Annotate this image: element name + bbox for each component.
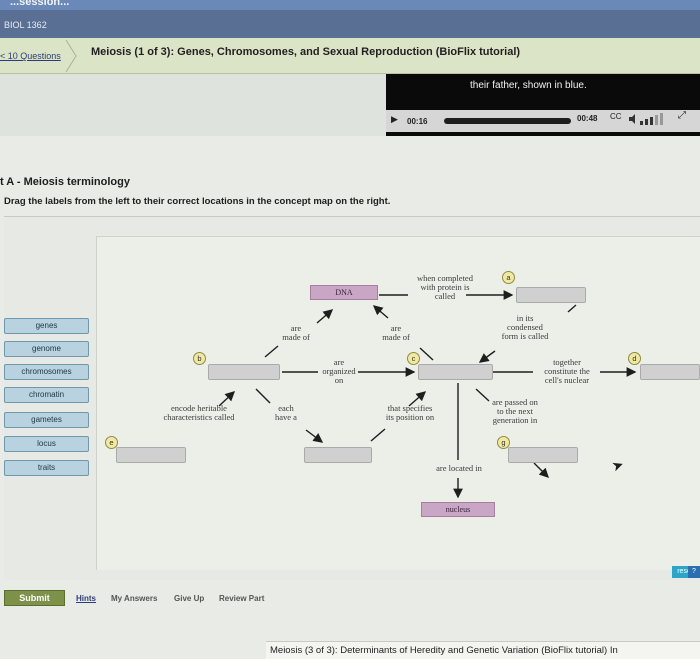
review-part-link[interactable]: Review Part <box>219 594 265 603</box>
link-each-have-a: each have a <box>275 403 297 422</box>
label-chromosomes[interactable]: chromosomes <box>4 364 89 380</box>
answer-footer <box>0 584 700 612</box>
part-title: t A - Meiosis terminology <box>0 176 130 188</box>
drop-target-a[interactable] <box>516 287 586 303</box>
badge-c: c <box>407 352 420 365</box>
concept-map <box>96 236 700 570</box>
duration: 00:48 <box>577 114 598 123</box>
link-are-made-of-2: are made of <box>382 323 410 342</box>
label-genome[interactable]: genome <box>4 341 89 357</box>
questions-link[interactable]: < 10 Questions <box>0 51 61 61</box>
link-are-located-in: are located in <box>436 463 482 473</box>
label-gametes[interactable]: gametes <box>4 412 89 428</box>
label-traits[interactable]: traits <box>4 460 89 476</box>
label-chromatin[interactable]: chromatin <box>4 387 89 403</box>
next-part-title: Meiosis (3 of 3): Determinants of Heredi… <box>270 645 618 656</box>
play-icon[interactable]: ▶ <box>391 114 398 124</box>
course-name[interactable]: BIOL 1362 <box>4 20 47 30</box>
current-time: 00:16 <box>407 117 428 126</box>
drop-target-c[interactable] <box>418 364 493 380</box>
help-button[interactable]: ? <box>688 566 700 578</box>
badge-e: e <box>105 436 118 449</box>
drop-target-d[interactable] <box>640 364 700 380</box>
site-header: ...session... <box>0 0 700 10</box>
badge-a: a <box>502 271 515 284</box>
course-bar: BIOL 1362 <box>0 10 700 38</box>
link-are-organized-on: are organized on <box>322 357 356 385</box>
node-nucleus: nucleus <box>421 502 495 517</box>
drop-target-b[interactable] <box>208 364 280 380</box>
next-part-bar[interactable]: Meiosis (3 of 3): Determinants of Heredi… <box>266 641 700 659</box>
drop-target-g[interactable] <box>508 447 578 463</box>
badge-g: g <box>497 436 510 449</box>
link-are-passed-on: are passed on to the next generation in <box>492 397 538 425</box>
my-answers-link[interactable]: My Answers <box>111 594 158 603</box>
hints-link[interactable]: Hints <box>76 594 96 603</box>
node-dna: DNA <box>310 285 378 300</box>
link-together-constitute: together constitute the cell's nuclear <box>544 357 590 385</box>
volume-icon[interactable] <box>628 112 672 126</box>
instructions: Drag the labels from the left to their c… <box>4 196 391 207</box>
drop-target-f[interactable] <box>304 447 372 463</box>
badge-b: b <box>193 352 206 365</box>
badge-d: d <box>628 352 641 365</box>
fullscreen-icon[interactable]: ⤢ <box>678 110 686 121</box>
drop-target-e[interactable] <box>116 447 186 463</box>
seek-bar[interactable] <box>444 118 571 124</box>
link-that-specifies: that specifies its position on <box>385 403 435 422</box>
assignment-nav: < 10 Questions Meiosis (1 of 3): Genes, … <box>0 38 700 74</box>
submit-button[interactable]: Submit <box>4 590 65 606</box>
assignment-title: Meiosis (1 of 3): Genes, Chromosomes, an… <box>91 46 521 58</box>
link-encode-heritable: encode heritable characteristics called <box>163 403 235 422</box>
link-are-made-of-1: are made of <box>282 323 310 342</box>
video-caption: their father, shown in blue. <box>470 80 587 91</box>
link-when-completed: when completed with protein is called <box>417 273 473 301</box>
closed-captions-button[interactable]: CC <box>610 112 622 121</box>
breadcrumb-separator-icon <box>65 39 77 73</box>
site-breadcrumb: ...session... <box>10 0 70 8</box>
label-genes[interactable]: genes <box>4 318 89 334</box>
label-locus[interactable]: locus <box>4 436 89 452</box>
give-up-link[interactable]: Give Up <box>174 594 205 603</box>
link-in-its-condensed: in its condensed form is called <box>501 313 549 341</box>
